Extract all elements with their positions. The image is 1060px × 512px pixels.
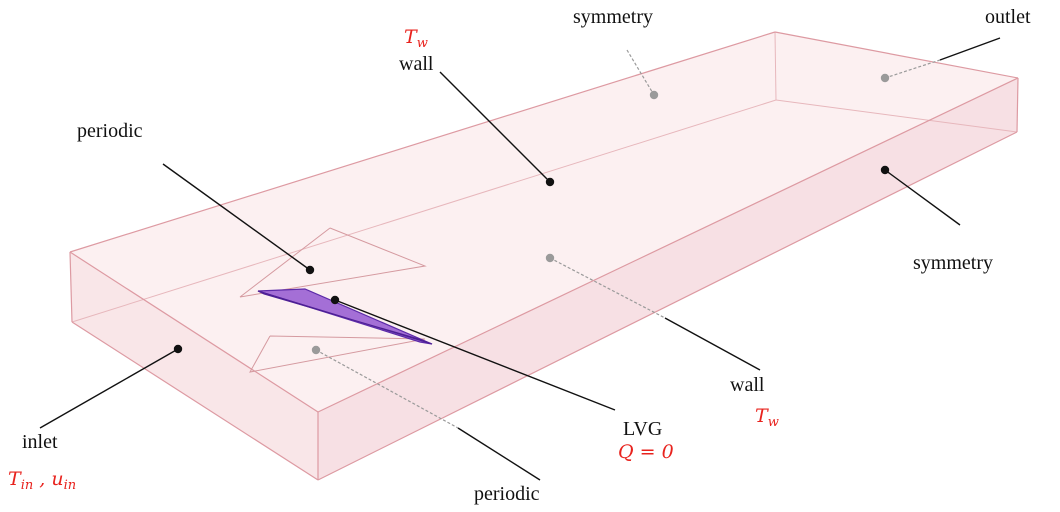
tw-bottom-symbol: T <box>755 405 768 427</box>
marker-inlet <box>173 344 183 354</box>
tw-bottom-subscript: w <box>767 415 779 430</box>
tw-top-subscript: w <box>416 36 428 51</box>
right-face <box>318 78 1018 480</box>
tin-subscript: in <box>20 478 34 493</box>
label-periodic-bottom: periodic <box>474 483 540 505</box>
hidden-leaders <box>315 49 941 429</box>
marker-symmetry-right <box>880 165 890 175</box>
periodic-outlines <box>239 227 427 373</box>
tin-symbol: T <box>8 468 21 490</box>
visible-leaders <box>39 37 1001 481</box>
front-face <box>70 252 318 480</box>
marker-wall-top <box>545 177 555 187</box>
marker-lvg <box>330 295 340 305</box>
box-edges <box>69 31 1019 481</box>
label-symmetry-right: symmetry <box>913 252 993 274</box>
hidden-box-edges <box>71 31 1018 323</box>
top-face <box>70 32 1018 412</box>
label-wall-bottom: wall <box>730 374 765 396</box>
label-symmetry-top: symmetry <box>573 6 653 28</box>
label-q-zero: Q = 0 <box>618 441 674 463</box>
periodic-triangle-top <box>239 227 427 298</box>
label-inlet: inlet <box>22 431 58 453</box>
label-lvg: LVG <box>623 418 663 440</box>
condition-separator: , <box>33 468 52 490</box>
label-periodic-top: periodic <box>77 120 143 142</box>
uin-symbol: u <box>51 468 64 490</box>
marker-outlet <box>880 73 890 83</box>
tw-top-symbol: T <box>404 26 417 48</box>
label-tw-top: Tw <box>404 26 428 51</box>
marker-symmetry-top <box>649 90 659 100</box>
label-outlet: outlet <box>985 6 1031 28</box>
label-tw-bottom: Tw <box>755 405 779 430</box>
periodic-triangle-bottom <box>249 335 426 373</box>
label-wall-top: wall <box>399 53 434 75</box>
marker-periodic-bottom <box>311 345 321 355</box>
lvg-edge <box>257 290 433 345</box>
uin-subscript: in <box>63 478 77 493</box>
marker-wall-bottom <box>545 253 555 263</box>
marker-periodic-top <box>305 265 315 275</box>
label-inlet-conditions: Tin , uin <box>8 468 77 493</box>
